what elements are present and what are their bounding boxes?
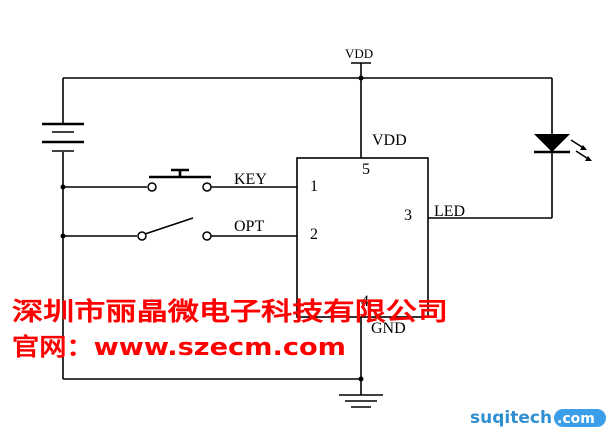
vdd-supply-label: VDD [345, 46, 373, 61]
site-logo-text: suqitech [470, 408, 552, 428]
vdd-pin-name: VDD [372, 132, 407, 149]
led-pin-name: LED [434, 203, 465, 220]
push-button-switch [147, 168, 212, 192]
toggle-switch [137, 217, 212, 241]
key-pin-name: KEY [234, 171, 267, 188]
pin-1-number: 1 [310, 178, 318, 195]
pin-2-number: 2 [310, 226, 318, 243]
ground-icon [339, 394, 383, 408]
junction-dot [358, 75, 364, 81]
pin-5-number: 5 [362, 161, 370, 178]
website-watermark: 官网：www.szecm.com [12, 333, 346, 361]
opt-pin-name: OPT [234, 218, 264, 235]
company-watermark: 深圳市丽晶微电子科技有限公司 [12, 297, 448, 326]
gnd-pin-name: GND [371, 320, 406, 337]
ic-body [296, 157, 429, 318]
site-logo-tld: .com [557, 411, 595, 427]
pin-3-number: 3 [404, 207, 412, 224]
site-logo-pill [554, 409, 606, 427]
led-diode-symbol [534, 134, 592, 161]
battery-symbol [42, 122, 84, 152]
site-logo-badge: suqitech .com [470, 408, 606, 428]
junction-dot [358, 376, 364, 382]
pin-4-number: 4 [361, 293, 369, 310]
